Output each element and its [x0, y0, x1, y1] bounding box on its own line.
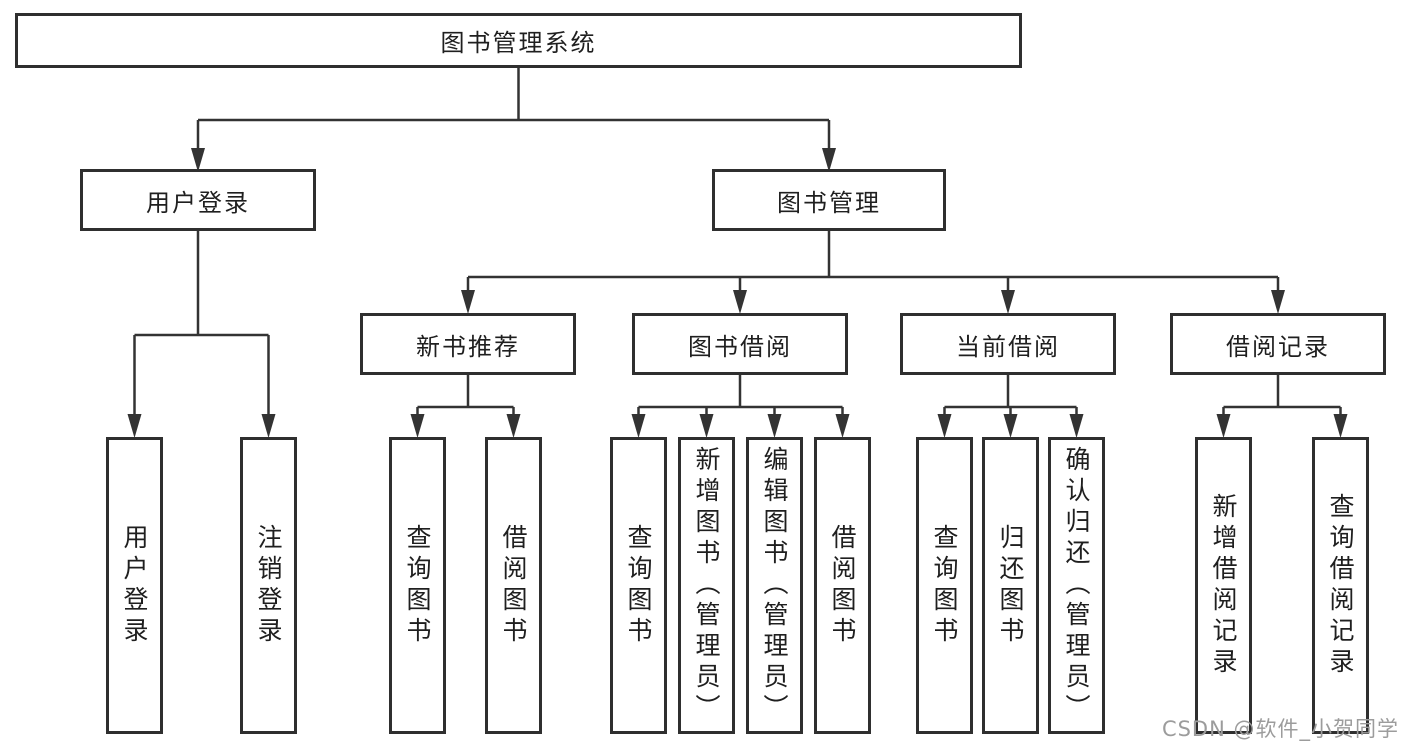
leaf-current-query-books-label: 查询图书: [930, 523, 959, 648]
leaf-confirm-return-admin-label: 确认归还（管理员）: [1062, 446, 1091, 725]
node-book-management-label: 图书管理: [777, 188, 881, 217]
leaf-current-query-books: 查询图书: [916, 437, 973, 734]
node-book-borrow-label: 图书借阅: [688, 332, 792, 361]
arrowhead: [631, 414, 646, 438]
arrowhead: [937, 414, 952, 438]
node-new-book-recommend: 新书推荐: [360, 313, 576, 375]
leaf-borrow-borrow-books-label: 借阅图书: [828, 523, 857, 648]
leaf-borrow-borrow-books: 借阅图书: [814, 437, 871, 734]
arrowhead: [1001, 290, 1015, 314]
arrowhead: [127, 414, 142, 438]
arrowhead: [1271, 290, 1285, 314]
leaf-user-login: 用户登录: [106, 437, 163, 734]
leaf-edit-books-admin: 编辑图书（管理员）: [746, 437, 803, 734]
leaf-query-borrow-record-label: 查询借阅记录: [1326, 492, 1355, 679]
leaf-return-books-label: 归还图书: [996, 523, 1025, 648]
watermark: CSDN @软件_小贺同学: [1161, 717, 1399, 741]
node-borrow-records: 借阅记录: [1170, 313, 1386, 375]
node-user-login-label: 用户登录: [146, 188, 250, 217]
leaf-logout: 注销登录: [240, 437, 297, 734]
leaf-borrow-query-books: 查询图书: [610, 437, 667, 734]
arrowhead: [506, 414, 521, 438]
leaf-add-books-admin: 新增图书（管理员）: [678, 437, 735, 734]
arrowhead: [767, 414, 782, 438]
node-book-borrow: 图书借阅: [632, 313, 848, 375]
leaf-newbooks-borrow-books-label: 借阅图书: [499, 523, 528, 648]
arrowhead: [822, 148, 836, 172]
leaf-logout-label: 注销登录: [254, 523, 283, 648]
leaf-confirm-return-admin: 确认归还（管理员）: [1048, 437, 1105, 734]
leaf-borrow-query-books-label: 查询图书: [624, 523, 653, 648]
node-root-label: 图书管理系统: [440, 29, 597, 57]
leaf-add-books-admin-label: 新增图书（管理员）: [692, 446, 721, 725]
arrowhead-group: [127, 148, 1348, 438]
arrowhead: [410, 414, 425, 438]
arrowhead: [1069, 414, 1084, 438]
arrowhead: [1333, 414, 1348, 438]
arrowhead: [1003, 414, 1018, 438]
leaf-query-borrow-record: 查询借阅记录: [1312, 437, 1369, 734]
node-root: 图书管理系统: [15, 13, 1022, 68]
leaf-newbooks-query-books: 查询图书: [389, 437, 446, 734]
node-current-borrow-label: 当前借阅: [956, 332, 1060, 361]
arrowhead: [461, 290, 475, 314]
leaf-return-books: 归还图书: [982, 437, 1039, 734]
leaf-newbooks-borrow-books: 借阅图书: [485, 437, 542, 734]
node-book-management: 图书管理: [712, 169, 946, 231]
leaf-add-borrow-record-label: 新增借阅记录: [1209, 492, 1238, 679]
arrowhead: [699, 414, 714, 438]
arrowhead: [261, 414, 276, 438]
arrowhead: [1216, 414, 1231, 438]
node-user-login: 用户登录: [80, 169, 316, 231]
arrowhead: [835, 414, 850, 438]
arrowhead: [191, 148, 205, 172]
connector-line-group: [133, 66, 1342, 416]
leaf-add-borrow-record: 新增借阅记录: [1195, 437, 1252, 734]
leaf-edit-books-admin-label: 编辑图书（管理员）: [760, 446, 789, 725]
leaf-user-login-label: 用户登录: [120, 523, 149, 648]
leaf-newbooks-query-books-label: 查询图书: [403, 523, 432, 648]
arrowhead: [733, 290, 747, 314]
node-current-borrow: 当前借阅: [900, 313, 1116, 375]
node-new-book-recommend-label: 新书推荐: [416, 332, 520, 361]
node-borrow-records-label: 借阅记录: [1226, 332, 1330, 361]
